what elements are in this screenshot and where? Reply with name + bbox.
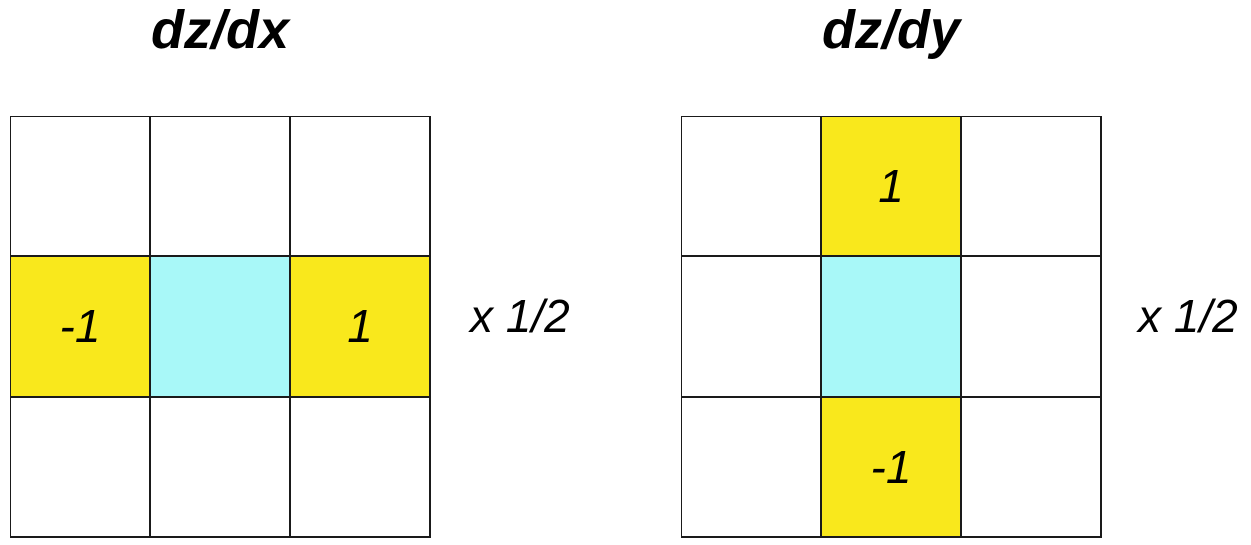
dzdy-title: dz/dy (821, 0, 960, 60)
dzdy-scale-factor: x 1/2 (1138, 290, 1238, 342)
dzdx-cell-1-0: -1 (11, 257, 151, 398)
dzdx-cell-2-2 (291, 397, 431, 538)
dzdx-cell-0-2 (291, 117, 431, 258)
dzdy-kernel-grid: 1 -1 (681, 116, 1102, 538)
dzdy-cell-0-1: 1 (822, 117, 962, 258)
dzdx-scale-factor: x 1/2 (470, 290, 570, 342)
dzdy-cell-0-0 (682, 117, 822, 258)
dzdy-cell-2-0 (682, 397, 822, 538)
dzdy-cell-0-2 (962, 117, 1102, 258)
dzdx-title: dz/dx (150, 0, 289, 60)
dzdy-cell-1-0 (682, 257, 822, 398)
dzdx-cell-0-1 (151, 117, 291, 258)
dzdy-cell-1-2 (962, 257, 1102, 398)
dzdx-kernel-grid: -1 1 (10, 116, 431, 538)
dzdy-cell-2-2 (962, 397, 1102, 538)
dzdx-cell-2-1 (151, 397, 291, 538)
dzdy-cell-2-1: -1 (822, 397, 962, 538)
dzdx-cell-1-1 (151, 257, 291, 398)
dzdx-cell-0-0 (11, 117, 151, 258)
dzdx-cell-2-0 (11, 397, 151, 538)
dzdx-cell-1-2: 1 (291, 257, 431, 398)
dzdy-cell-1-1 (822, 257, 962, 398)
